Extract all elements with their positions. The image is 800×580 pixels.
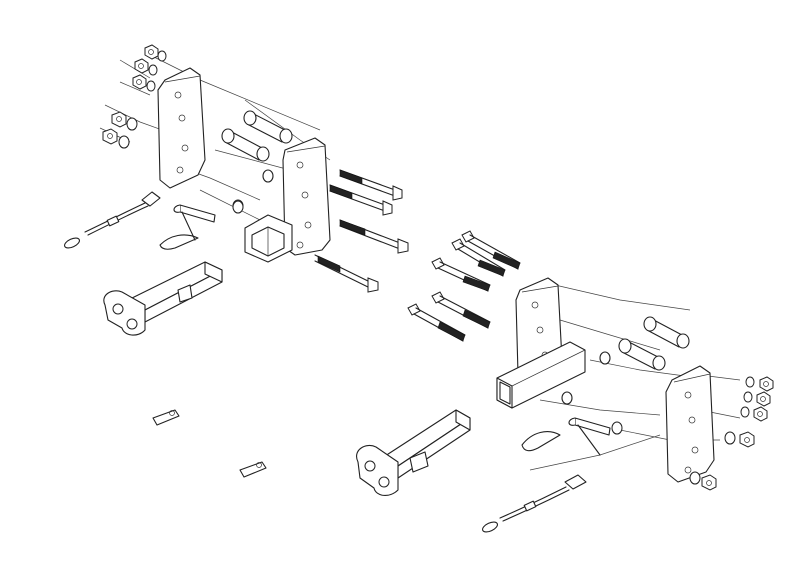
left-safety-cable xyxy=(64,191,161,249)
left-mount-plate-rear xyxy=(157,67,206,189)
right-draw-bar xyxy=(356,409,471,496)
left-receiver-tube xyxy=(244,214,293,263)
left-spacer-tubes xyxy=(221,110,293,213)
right-safety-cable xyxy=(482,474,587,533)
left-draw-bar xyxy=(103,261,223,336)
right-hitch-pin xyxy=(568,417,623,456)
left-assembly xyxy=(64,44,409,336)
left-hairpin-clip xyxy=(159,234,199,250)
small-clip-2 xyxy=(239,461,267,478)
right-spacer-tubes xyxy=(561,316,690,405)
right-receiver-tube xyxy=(496,341,586,409)
left-hitch-pin xyxy=(173,200,244,241)
left-bolts xyxy=(314,169,409,293)
left-nuts-washers xyxy=(102,44,167,149)
right-bolts xyxy=(407,230,521,342)
small-clip-1 xyxy=(152,409,180,426)
right-hairpin-clip xyxy=(521,431,561,452)
left-mount-plate-front xyxy=(282,137,331,256)
right-mount-plate-front xyxy=(665,365,715,483)
right-nuts-washers xyxy=(689,376,774,491)
right-assembly xyxy=(356,230,774,533)
